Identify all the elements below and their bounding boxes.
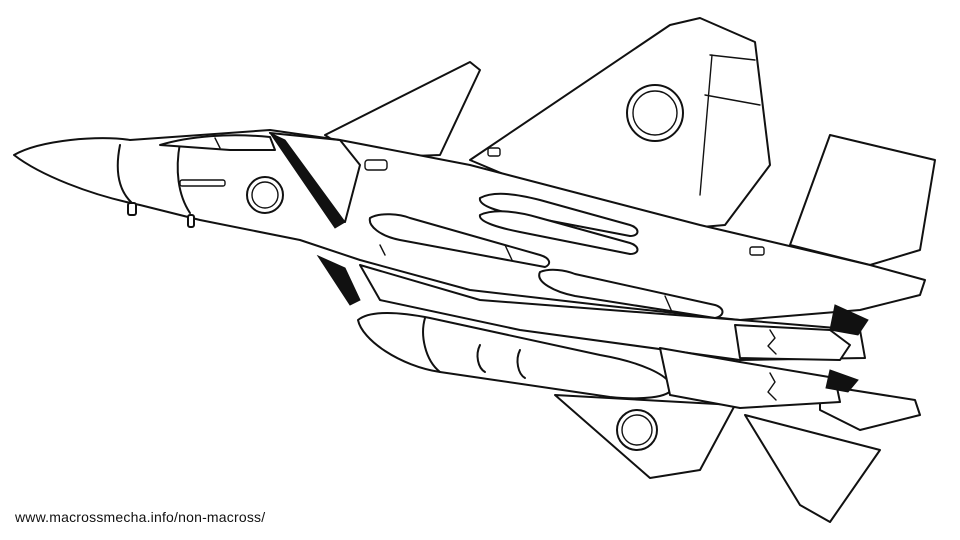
lower-wing: [554, 394, 736, 479]
weapon-bay-1: [479, 192, 639, 237]
fuselage: [13, 129, 926, 321]
exhaust-upper: [734, 324, 851, 361]
upper-tail-fin: [789, 134, 936, 266]
missile-2: [538, 268, 724, 319]
exhaust-lower: [659, 347, 841, 409]
weapon-bay-2: [479, 210, 639, 255]
lower-tail-fin: [744, 414, 881, 523]
missile-1: [368, 213, 551, 268]
lower-stabilizer: [819, 384, 921, 431]
roundel-upper-wing: [626, 84, 684, 142]
credit-watermark: www.macrossmecha.info/non-macross/: [15, 509, 266, 525]
fuselage-roundel: [246, 176, 284, 214]
roundel-lower-wing: [616, 409, 658, 451]
